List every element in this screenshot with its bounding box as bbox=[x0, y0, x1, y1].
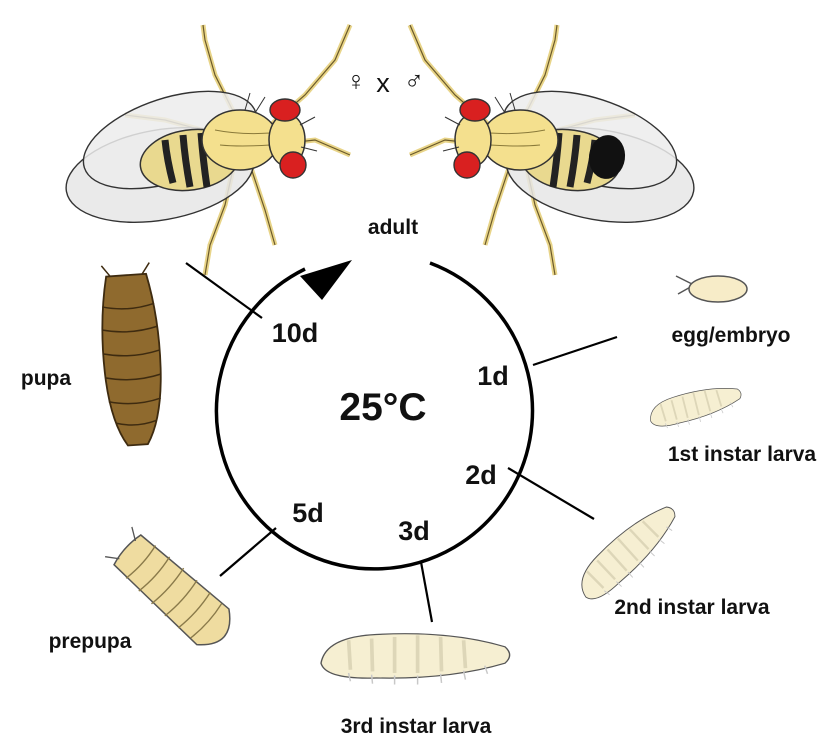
day-label-2d: 2d bbox=[465, 460, 497, 490]
stage-label-2nd-instar-larva: 2nd instar larva bbox=[614, 596, 770, 619]
male-symbol: ♂ bbox=[404, 66, 424, 96]
day-label-5d: 5d bbox=[292, 498, 324, 528]
stage-label-egg-embryo: egg/embryo bbox=[671, 324, 790, 347]
third-instar-larva-illustration bbox=[321, 634, 510, 685]
female-symbol: ♀ bbox=[346, 66, 366, 96]
stage-label-1st-instar-larva: 1st instar larva bbox=[668, 443, 817, 466]
first-instar-larva-illustration bbox=[646, 381, 745, 434]
male-fly-illustration bbox=[410, 25, 701, 275]
cross-symbol: x bbox=[376, 68, 390, 98]
day-label-1d: 1d bbox=[477, 361, 509, 391]
temperature-label: 25°C bbox=[339, 386, 426, 429]
pupa-illustration bbox=[97, 262, 166, 447]
day-label-3d: 3d bbox=[398, 516, 430, 546]
stage-label-pupa: pupa bbox=[21, 367, 71, 390]
cycle-arrow-icon bbox=[300, 260, 352, 300]
day-label-10d: 10d bbox=[272, 318, 319, 348]
stage-label-prepupa: prepupa bbox=[49, 630, 132, 653]
stage-label-3rd-instar-larva: 3rd instar larva bbox=[341, 715, 492, 738]
stage-label-adult: adult bbox=[368, 216, 418, 239]
egg-illustration bbox=[676, 276, 747, 302]
female-fly-illustration bbox=[59, 25, 350, 275]
